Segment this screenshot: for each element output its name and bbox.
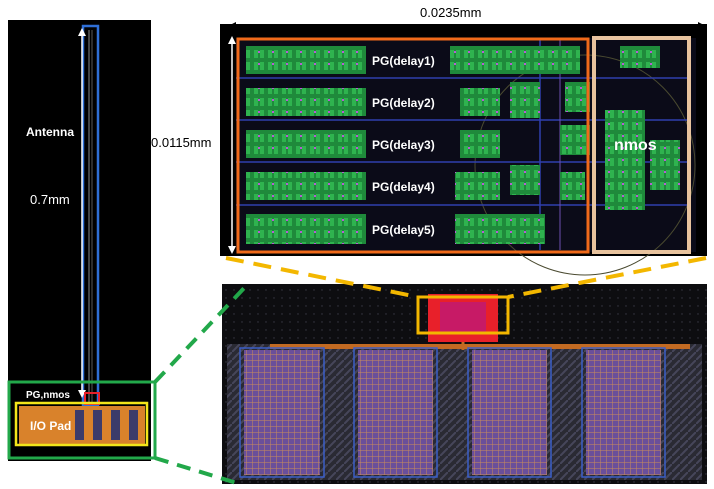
pg4-cells-left [246,172,366,200]
pad-grid-3 [472,350,547,475]
green-callout-box [7,380,157,460]
io-pad-label: I/O Pad [30,419,71,433]
io-pad-yellow-outline [14,401,149,447]
pg-delay2-label: PG(delay2) [372,96,435,110]
mid-cells-4 [560,125,590,155]
yellow-connector-right [507,256,707,299]
left-panel: Antenna 0.7mm PG,nmos I/O Pad [7,20,157,461]
yellow-callout-box [416,295,510,335]
left-panel-background [8,20,151,461]
pad-outline-3 [467,347,552,478]
nmos-region-border [592,36,691,254]
pg5-cells-right [455,214,545,244]
nmos-cells [605,110,645,210]
nmos-cells-2 [650,140,680,190]
pad-stripe-1 [75,410,84,440]
pad-grid-1 [244,350,320,475]
pad-stripe-2 [93,410,102,440]
yellow-connector-left [225,256,419,299]
pad-outline-4 [581,347,666,478]
pg-delay1-label: PG(delay1) [372,54,435,68]
pg-nmos-label: PG,nmos [26,390,70,401]
pad-outline-1 [239,347,325,478]
width-label: 0.0235mm [420,5,481,20]
pg2-cells-right [460,88,500,116]
pad-stripe-4 [129,410,138,440]
orange-bus [270,344,690,349]
height-label: 0.0115mm [151,135,211,150]
pad-grid-2 [358,350,433,475]
ring-wire [474,54,696,276]
pg3-cells-right [460,130,500,158]
width-arrow-left [228,22,236,30]
pg3-cells-left [246,130,366,158]
core-inner [440,302,486,334]
mid-cells-5 [560,172,585,200]
pg2-cells-left [246,88,366,116]
top-right-panel: 0.0235mm 0.0115mm PG(delay1) PG(delay2) … [151,5,707,276]
pg1-cells-left [246,46,366,74]
width-arrow-right [698,22,706,30]
pg-region-border [236,37,590,254]
pg-delay4-label: PG(delay4) [372,180,435,194]
pg4-cells-right [455,172,500,200]
nmos-label: nmos [614,137,657,154]
height-arrow-bottom [228,246,236,254]
length-label: 0.7mm [30,192,70,207]
arrow-head-top [78,28,86,36]
mid-cells-2 [565,82,590,112]
pad-grid-4 [586,350,661,475]
height-arrow-top [228,36,236,44]
bottom-right-panel [222,284,707,484]
pg-delay5-label: PG(delay5) [372,223,435,237]
green-connector-bottom [154,456,241,486]
pad-stripe-3 [111,410,120,440]
antenna-label: Antenna [26,125,74,139]
mid-cells-1 [510,82,540,118]
pg5-cells-left [246,214,366,244]
pad-outline-2 [353,347,438,478]
mid-cells-3 [510,165,540,195]
pg-delay3-label: PG(delay3) [372,138,435,152]
nmos-cells-top [620,46,660,68]
pg1-cells-right [450,46,580,74]
